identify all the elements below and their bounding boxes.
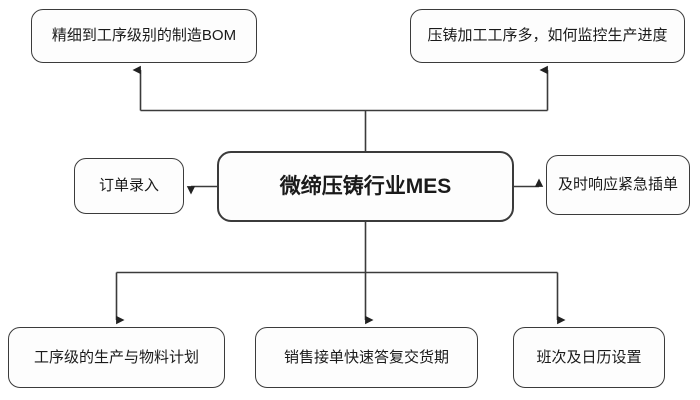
node-bottom-right[interactable]: 班次及日历设置 — [513, 327, 665, 388]
node-bottom-left[interactable]: 工序级的生产与物料计划 — [8, 327, 225, 388]
node-top-right-label: 压铸加工工序多，如何监控生产进度 — [427, 27, 668, 44]
node-top-right[interactable]: 压铸加工工序多，如何监控生产进度 — [410, 9, 685, 63]
node-order-entry[interactable]: 订单录入 — [74, 158, 184, 214]
node-bottom-right-label: 班次及日历设置 — [536, 348, 642, 366]
node-top-left[interactable]: 精细到工序级别的制造BOM — [31, 9, 257, 63]
node-urgent-order-response-label: 及时响应紧急插单 — [557, 176, 678, 193]
node-bottom-center[interactable]: 销售接单快速答复交货期 — [255, 327, 478, 388]
node-urgent-order-response[interactable]: 及时响应紧急插单 — [546, 155, 690, 215]
node-center-mes-label: 微缔压铸行业MES — [279, 174, 452, 198]
node-bottom-left-label: 工序级的生产与物料计划 — [33, 348, 199, 366]
node-center-mes[interactable]: 微缔压铸行业MES — [217, 151, 514, 222]
node-top-left-label: 精细到工序级别的制造BOM — [51, 27, 237, 44]
node-bottom-center-label: 销售接单快速答复交货期 — [283, 348, 449, 366]
node-order-entry-label: 订单录入 — [98, 177, 159, 194]
